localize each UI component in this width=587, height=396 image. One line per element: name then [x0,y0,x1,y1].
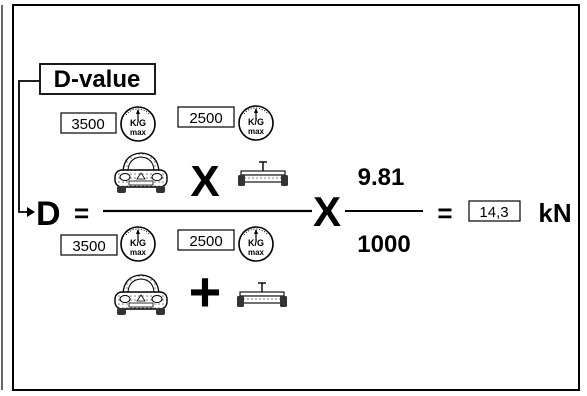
outer-frame [12,4,580,391]
gauge-unit: K/G [248,238,264,248]
result-equals: = [437,198,452,228]
numerator-trailer-value: 2500 [189,110,222,127]
formula-multiply-sign: X [313,188,341,235]
denominator-trailer-box [177,229,235,251]
formula-lhs: D [36,195,61,233]
gauge-unit: K/G [130,118,146,128]
gauge-unit: K/G [248,117,264,127]
numerator-trailer-box [177,106,235,128]
numerator-tractor-value: 3500 [71,116,104,133]
car-icon [114,152,168,194]
car-icon [114,274,168,316]
denominator-plus-sign: + [189,260,222,323]
gauge-unit: K/G [130,238,146,248]
title-arrow [18,80,40,213]
denominator-trailer-value: 2500 [189,233,222,250]
numerator-tractor-box [60,112,117,134]
title-box [39,63,156,95]
gauge-label: max [248,127,265,136]
factor-denominator: 1000 [357,231,410,258]
numerator-multiply-sign: X [190,157,219,206]
factor-numerator: 9.81 [358,164,405,191]
denominator-tractor-box [60,234,118,256]
gauge-label: max [130,128,147,137]
arrow-head-icon [27,207,35,217]
formula-equals: = [74,198,89,228]
result-unit: kN [538,198,571,228]
gauge-label: max [248,248,265,257]
result-value: 14,3 [479,204,508,221]
gauge-label: max [130,248,147,257]
denominator-tractor-value: 3500 [72,238,105,255]
trailer-icon [237,161,289,187]
title-text: D-value [54,66,141,93]
trailer-icon [236,282,288,308]
result-box [468,200,521,222]
